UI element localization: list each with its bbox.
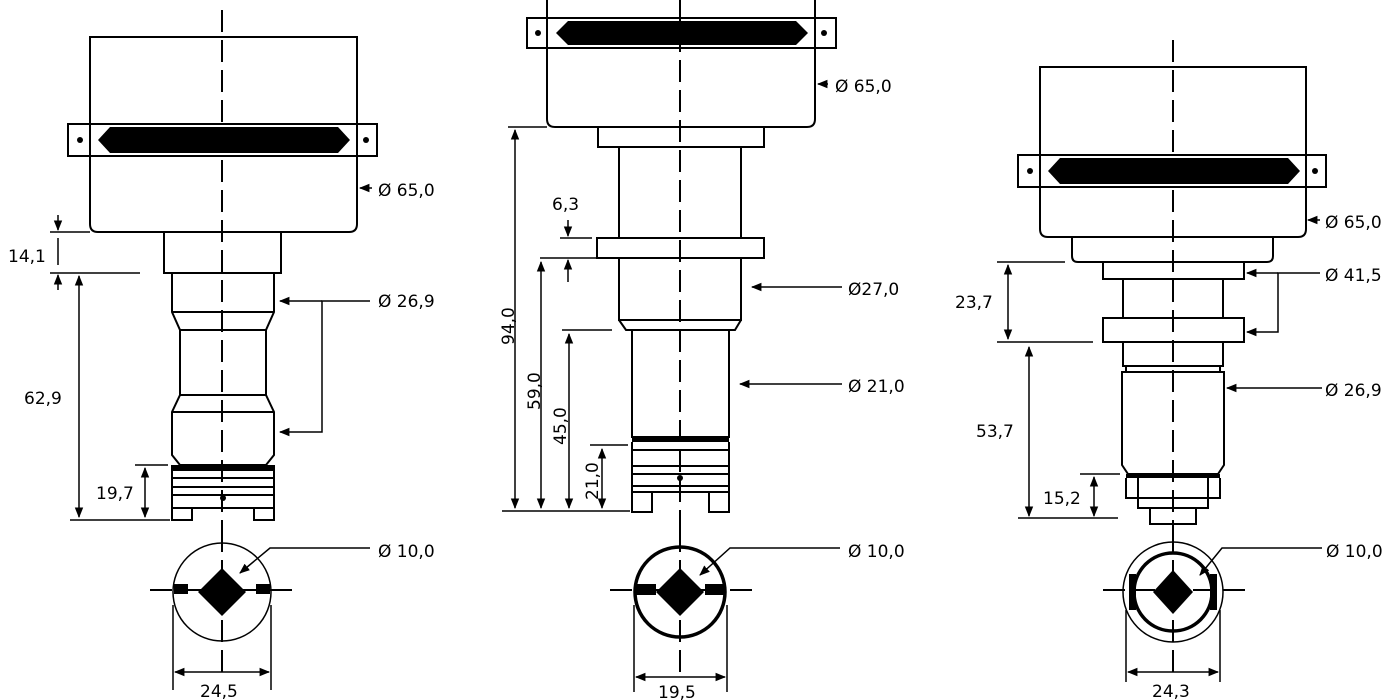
dim-tip-length: 15,2 <box>1043 489 1081 509</box>
dim-housing-diameter: Ø 65,0 <box>378 181 435 201</box>
connector-right-drawing: Ø 65,0 Ø 41,5 23,7 Ø 26,9 53,7 15,2 Ø 10… <box>955 40 1383 700</box>
dim-face-width: 24,5 <box>200 682 238 700</box>
dim-neck-length: 14,1 <box>8 247 46 267</box>
connector-middle-drawing: Ø 65,0 6,3 Ø27,0 Ø 21,0 94,0 59,0 45,0 2… <box>499 0 905 700</box>
dim-contact-diameter: Ø 10,0 <box>1326 542 1383 562</box>
dim-face-width: 19,5 <box>658 683 696 700</box>
dim-housing-diameter: Ø 65,0 <box>1325 213 1382 233</box>
dim-body-diameter: Ø 26,9 <box>378 292 435 312</box>
dim-body-length: 53,7 <box>976 422 1014 442</box>
housing <box>89 36 358 233</box>
dim-tip-length: 19,7 <box>96 484 134 504</box>
dim-flange-length: 6,3 <box>552 195 579 215</box>
dim-tip-length: 21,0 <box>583 462 603 500</box>
dim-contact-diameter: Ø 10,0 <box>848 542 905 562</box>
dim-lower-diameter: Ø 21,0 <box>848 377 905 397</box>
dim-flange-diameter: Ø 41,5 <box>1325 266 1382 286</box>
dim-total-length: 94,0 <box>499 307 519 345</box>
dim-contact-diameter: Ø 10,0 <box>378 542 435 562</box>
dim-body-length: 62,9 <box>24 389 62 409</box>
connector-left-drawing: Ø 65,0 14,1 Ø 26,9 62,9 19,7 Ø 10,0 24,5 <box>8 10 435 700</box>
plug-slot <box>98 127 350 153</box>
dim-body-diameter: Ø 26,9 <box>1325 381 1382 401</box>
dim-face-width: 24,3 <box>1152 682 1190 700</box>
mounting-plate <box>67 123 378 157</box>
dim-length-a: 59,0 <box>525 372 545 410</box>
dim-upper-diameter: Ø27,0 <box>848 280 899 300</box>
contact-pin <box>198 568 246 616</box>
dim-housing-diameter: Ø 65,0 <box>835 77 892 97</box>
dim-length-b: 45,0 <box>551 407 571 445</box>
dim-flange-length: 23,7 <box>955 293 993 313</box>
